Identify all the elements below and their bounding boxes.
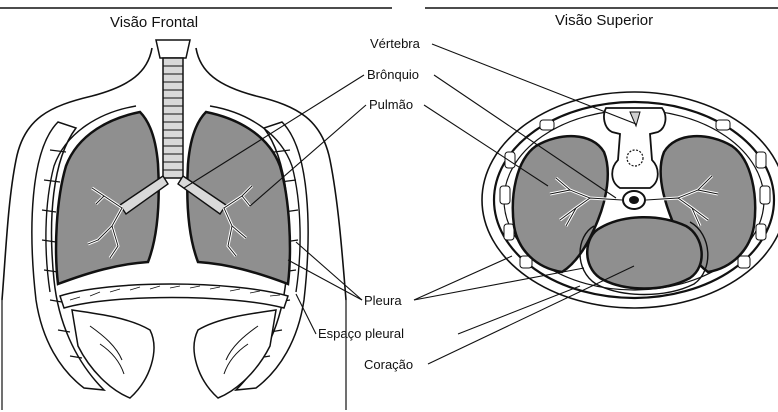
label-espaco-pleural: Espaço pleural	[318, 326, 404, 341]
frontal-view-title: Visão Frontal	[110, 14, 198, 31]
trachea-lumen	[629, 196, 639, 204]
spinal-canal	[627, 150, 643, 166]
label-vertebra: Vértebra	[370, 36, 421, 51]
superior-view	[482, 92, 778, 308]
lower-viscera-right	[194, 310, 276, 398]
label-coracao: Coração	[364, 357, 413, 372]
heart-section	[587, 217, 701, 288]
larynx	[156, 40, 190, 58]
trachea	[163, 58, 183, 178]
frontal-view	[2, 40, 346, 410]
label-bronquio: Brônquio	[367, 67, 419, 82]
label-pulmao: Pulmão	[369, 97, 413, 112]
superior-view-title: Visão Superior	[555, 12, 653, 29]
label-pleura: Pleura	[364, 293, 402, 308]
